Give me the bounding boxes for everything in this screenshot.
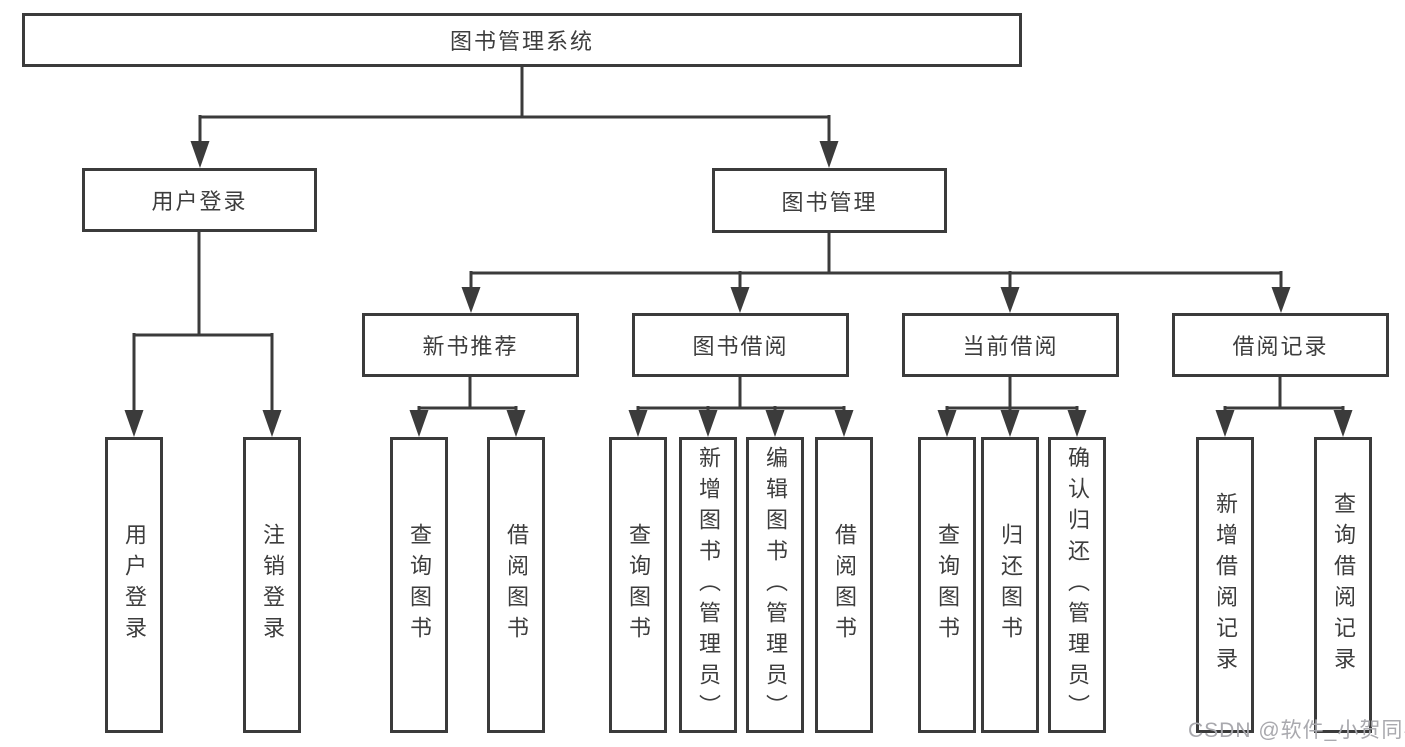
csdn-watermark: CSDN @软件_小贺同学	[1188, 719, 1405, 742]
connector-borrow-records	[1223, 377, 1345, 412]
leaf-logout-login: 注销登录	[243, 437, 301, 733]
leaf-query-books-3: 查询图书	[918, 437, 976, 733]
node-new-book-recommend: 新书推荐	[362, 313, 579, 377]
leaf-confirm-return-admin: 确认归还（管理员）	[1048, 437, 1106, 733]
arrow-icon	[409, 410, 429, 437]
connector-current-borrow	[945, 377, 1079, 412]
connector-root	[198, 67, 831, 143]
leaf-user-login: 用户登录	[105, 437, 163, 733]
leaf-query-books-1: 查询图书	[390, 437, 448, 733]
node-borrow-records: 借阅记录	[1172, 313, 1389, 377]
arrow-icon	[124, 410, 144, 437]
arrow-icon	[190, 141, 210, 168]
leaf-add-books-admin: 新增图书（管理员）	[679, 437, 737, 733]
node-current-borrow: 当前借阅	[902, 313, 1119, 377]
arrow-icon	[262, 410, 282, 437]
leaf-return-books: 归还图书	[981, 437, 1039, 733]
arrow-icon	[1215, 410, 1235, 437]
leaf-borrow-books-2: 借阅图书	[815, 437, 873, 733]
arrow-icon	[698, 410, 718, 437]
arrow-icon	[1067, 410, 1087, 437]
arrow-icon	[1333, 410, 1353, 437]
node-user-login: 用户登录	[82, 168, 317, 232]
leaf-edit-books-admin: 编辑图书（管理员）	[746, 437, 804, 733]
connector-new-book	[417, 377, 518, 412]
node-root: 图书管理系统	[22, 13, 1022, 67]
arrow-icon	[819, 141, 839, 168]
arrow-icon	[730, 287, 750, 313]
arrow-icon	[765, 410, 785, 437]
leaf-borrow-books-1: 借阅图书	[487, 437, 545, 733]
arrow-icon	[1271, 287, 1291, 313]
arrow-icon	[1000, 287, 1020, 313]
connector-arrowheads	[124, 141, 1353, 437]
connector-user-login	[132, 232, 274, 412]
arrow-icon	[1000, 410, 1020, 437]
leaf-add-borrow-record: 新增借阅记录	[1196, 437, 1254, 733]
leaf-query-books-2: 查询图书	[609, 437, 667, 733]
arrow-icon	[628, 410, 648, 437]
connector-paths	[132, 67, 1345, 412]
node-book-management: 图书管理	[712, 168, 947, 233]
node-book-borrow: 图书借阅	[632, 313, 849, 377]
arrow-icon	[506, 410, 526, 437]
arrow-icon	[834, 410, 854, 437]
leaf-query-borrow-record: 查询借阅记录	[1314, 437, 1372, 733]
arrow-icon	[937, 410, 957, 437]
connector-book-mgmt	[469, 233, 1283, 289]
connector-book-borrow	[636, 377, 846, 412]
arrow-icon	[461, 287, 481, 313]
